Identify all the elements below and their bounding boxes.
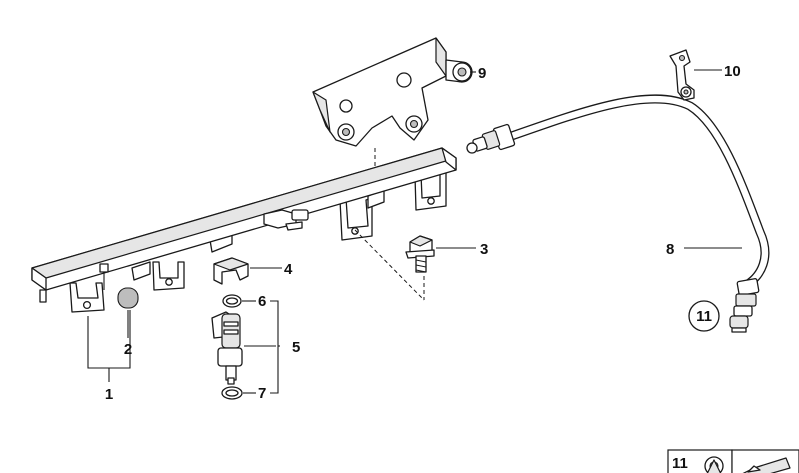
fuel-line-part-8[interactable]	[466, 94, 770, 333]
clip-part-4[interactable]	[213, 257, 249, 285]
legend-number: 11	[672, 455, 688, 472]
injector-part-5[interactable]	[211, 311, 243, 385]
callout-label-11: 11	[696, 308, 712, 325]
callout-label-7: 7	[258, 385, 266, 402]
callout-label-3: 3	[480, 241, 488, 258]
callout-label-5: 5	[292, 339, 300, 356]
callout-label-6: 6	[258, 293, 266, 310]
small-bracket-part-10[interactable]	[669, 49, 695, 101]
legend-hose-end-icon	[742, 457, 791, 473]
group-bracket-6-7	[270, 300, 279, 394]
hole-dashline-a	[354, 229, 425, 301]
callout-label-8: 8	[666, 241, 674, 258]
legend-fitting-icon	[704, 456, 724, 473]
callout-label-4: 4	[284, 261, 293, 278]
reference-circle-11[interactable]	[688, 300, 720, 332]
callout-label-1: 1	[105, 386, 113, 403]
bolt-part-3[interactable]	[405, 235, 435, 273]
fuel-rail-part-1[interactable]	[31, 147, 457, 313]
cap-part-2[interactable]	[117, 287, 139, 309]
o-ring-part-7[interactable]	[221, 386, 243, 400]
legend-strip: 11	[667, 449, 799, 473]
o-ring-part-6[interactable]	[222, 294, 242, 308]
callout-label-2: 2	[124, 341, 132, 358]
callout-label-9: 9	[478, 65, 486, 82]
bracket-part-9[interactable]	[312, 37, 473, 147]
rail-leader	[87, 310, 131, 369]
callout-label-10: 10	[724, 63, 741, 80]
